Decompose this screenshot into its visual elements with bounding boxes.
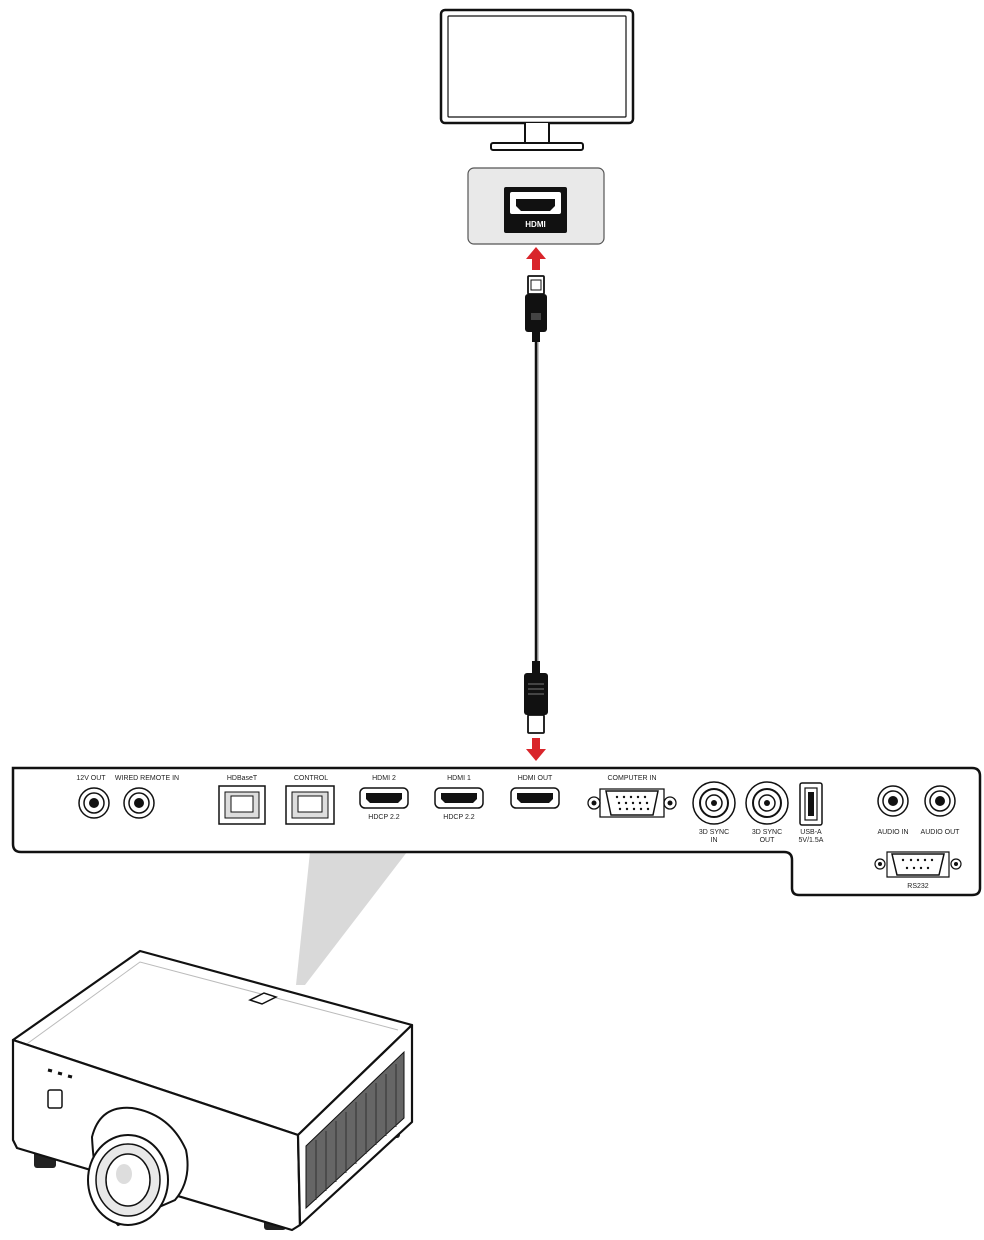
hdmi-cable	[524, 275, 548, 734]
label-3d-sync-in-2: IN	[711, 837, 718, 844]
label-control: CONTROL	[294, 775, 328, 782]
label-hdmi2: HDMI 2	[372, 775, 396, 782]
port-audio-out	[924, 785, 956, 817]
monitor-icon	[439, 8, 635, 151]
label-usb-1: USB-A	[800, 829, 822, 836]
label-rs232: RS232	[907, 883, 929, 890]
label-3d-sync-in-1: 3D SYNC	[699, 829, 729, 836]
connector-panel: 12V OUT WIRED REMOTE IN HDBaseT CONTROL	[11, 766, 982, 897]
arrow-up-icon	[526, 247, 546, 270]
callout-wedge	[296, 852, 407, 985]
label-hdbaset: HDBaseT	[227, 775, 258, 782]
port-12v-out	[78, 787, 110, 819]
label-hdmi2-sub: HDCP 2.2	[368, 814, 399, 821]
port-rs232	[874, 851, 962, 878]
label-3d-sync-out-1: 3D SYNC	[752, 829, 782, 836]
label-computer-in: COMPUTER IN	[608, 775, 657, 782]
port-hdbaset	[218, 785, 266, 825]
port-usb-a	[799, 782, 823, 826]
label-usb-2: 5V/1.5A	[799, 837, 824, 844]
label-audio-in: AUDIO IN	[877, 829, 908, 836]
label-hdmi1-sub: HDCP 2.2	[443, 814, 474, 821]
label-12v-out: 12V OUT	[76, 775, 106, 782]
monitor-hdmi-port: HDMI	[467, 167, 605, 245]
port-hdmi1	[434, 787, 484, 809]
port-audio-in	[877, 785, 909, 817]
label-3d-sync-out-2: OUT	[760, 837, 776, 844]
arrow-down-icon	[526, 738, 546, 761]
label-hdmi1: HDMI 1	[447, 775, 471, 782]
monitor-hdmi-label: HDMI	[525, 220, 545, 229]
projector-icon	[11, 949, 414, 1232]
port-hdmi-out	[510, 787, 560, 809]
label-hdmi-out: HDMI OUT	[518, 775, 553, 782]
port-3d-sync-in	[692, 781, 736, 825]
port-computer-in	[587, 788, 677, 818]
label-audio-out: AUDIO OUT	[921, 829, 961, 836]
port-wired-remote-in	[123, 787, 155, 819]
port-3d-sync-out	[745, 781, 789, 825]
port-hdmi2	[359, 787, 409, 809]
port-control	[285, 785, 335, 825]
label-wired-remote-in: WIRED REMOTE IN	[115, 775, 179, 782]
